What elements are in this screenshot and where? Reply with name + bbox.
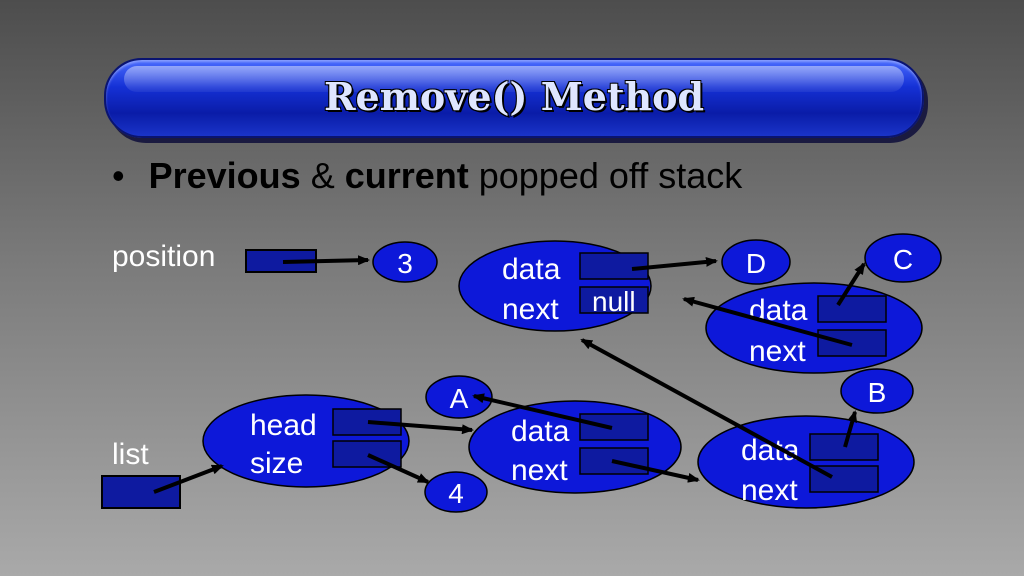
letter-d: D	[746, 248, 766, 279]
node-right-upper: data next	[705, 282, 923, 374]
node-right-upper-data-label: data	[749, 294, 808, 327]
size-box	[332, 440, 402, 468]
arrow-top-data-to-d	[631, 256, 718, 271]
bullet-rest: popped off stack	[468, 155, 743, 196]
size-value: 4	[448, 478, 464, 509]
node-middle-lower-data-label: data	[511, 415, 570, 448]
node-top-data-box	[579, 252, 649, 280]
node-right-lower-next-label: next	[741, 474, 798, 507]
letter-d-ellipse	[721, 239, 791, 285]
position-label: position	[112, 240, 215, 273]
node-right-lower-data-label: data	[741, 434, 800, 467]
letter-c-ellipse	[864, 233, 942, 283]
title-gloss	[124, 66, 904, 92]
bullet-line: • Previous & current popped off stack	[112, 155, 742, 197]
node-right-upper-next-label: next	[749, 335, 806, 368]
list-label: list	[112, 438, 149, 471]
size-label: size	[250, 447, 303, 480]
list-box	[101, 475, 181, 509]
head-label: head	[250, 409, 317, 442]
node-top-next-box	[579, 286, 649, 314]
node-top-next-label: next	[502, 293, 559, 326]
node-top-data-label: data	[502, 253, 561, 286]
arrow-next-to-right-lower	[611, 459, 700, 483]
arrow-right-lower-to-top	[580, 338, 833, 479]
arrows	[153, 255, 866, 494]
list-node: head size	[202, 394, 410, 488]
node-middle-lower: data next	[468, 400, 682, 494]
node-middle-lower-data-box	[579, 413, 649, 441]
letter-b: B	[868, 377, 887, 408]
title-banner: Remove() Method	[104, 58, 924, 138]
bullet-current: current	[344, 155, 469, 196]
node-right-upper-ellipse	[705, 282, 923, 374]
arrow-size-to-4	[367, 453, 430, 484]
bullet-previous: Previous	[148, 155, 301, 196]
arrow-data-to-c	[836, 262, 866, 307]
bullet-ampersand: &	[300, 155, 345, 196]
node-right-lower-data-box	[809, 433, 879, 461]
arrow-list-to-node	[153, 464, 224, 494]
bullet-marker: •	[112, 155, 125, 196]
size-value-ellipse	[424, 471, 488, 513]
arrow-data-to-a	[472, 393, 613, 430]
letter-c: C	[893, 244, 913, 275]
arrow-right-upper-to-top	[682, 296, 853, 347]
letter-a: A	[450, 383, 469, 414]
node-top: data next null	[458, 240, 652, 332]
node-middle-lower-ellipse	[468, 400, 682, 494]
slide-title: Remove() Method	[323, 74, 705, 119]
node-middle-lower-next-label: next	[511, 454, 568, 487]
null-text: null	[592, 286, 636, 317]
node-right-upper-data-box	[817, 295, 887, 323]
position-value-ellipse	[372, 241, 438, 283]
letter-a-ellipse	[425, 375, 493, 419]
arrow-position-to-3	[282, 255, 370, 266]
arrow-data-to-b	[843, 410, 858, 448]
letter-b-ellipse	[840, 368, 914, 414]
position-value: 3	[397, 248, 413, 279]
arrow-head-to-first	[367, 420, 474, 435]
